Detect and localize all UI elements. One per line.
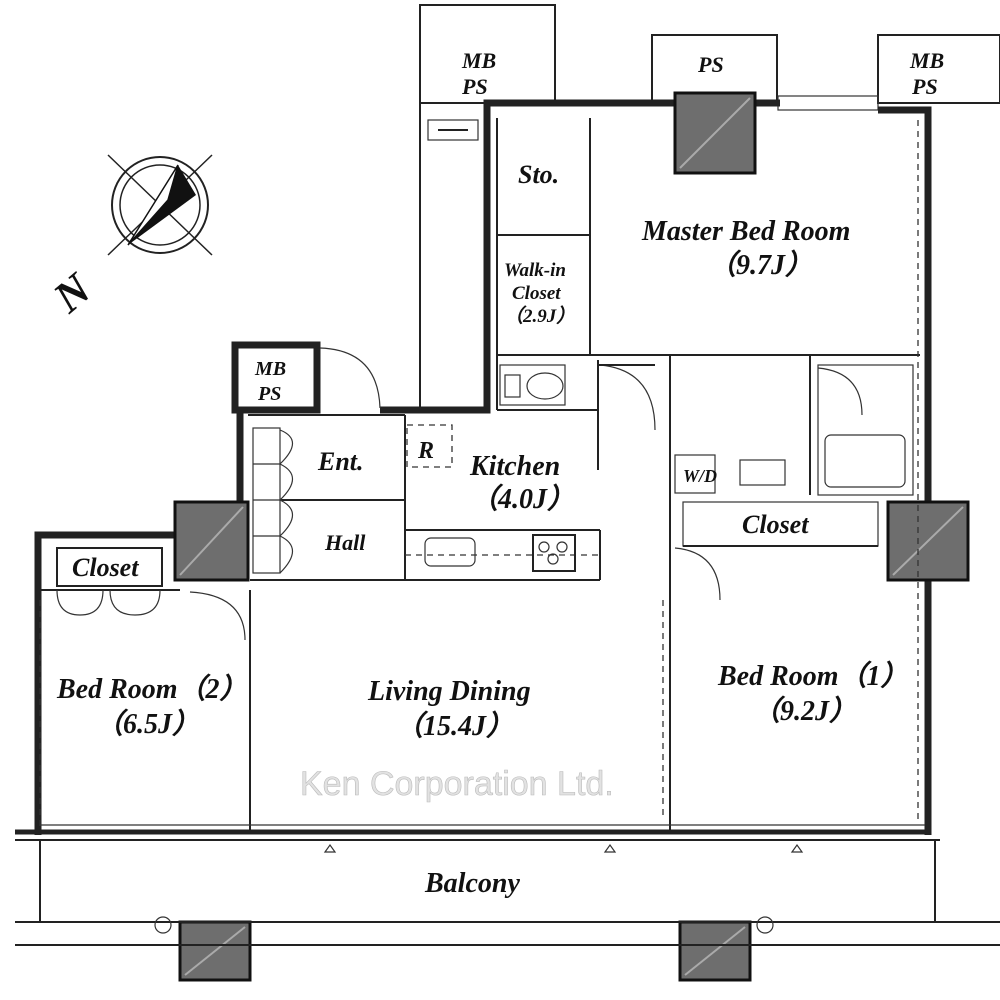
watermark: Ken Corporation Ltd. — [300, 765, 614, 803]
closet-bed1-label: Closet — [742, 510, 809, 539]
kitchen-size: （4.0J） — [470, 483, 575, 515]
washer-dryer-label: W/D — [683, 466, 717, 486]
ps-top-label: PS — [697, 52, 724, 77]
mbps-right-line2: PS — [911, 74, 938, 99]
structural-pillars — [173, 91, 970, 982]
bed-room-1-name: Bed Room（1） — [717, 660, 909, 692]
room-labels: MB PS PS MB PS MB PS Sto. Master Bed Roo… — [56, 48, 944, 899]
bed-room-1-size: （9.2J） — [752, 695, 857, 727]
north-label: N — [43, 263, 101, 323]
mbps-entry-line1: MB — [254, 358, 286, 380]
entrance-label: Ent. — [317, 447, 364, 476]
master-bed-size: （9.7J） — [708, 249, 813, 281]
mbps-entry-line2: PS — [257, 383, 281, 405]
living-dining-name: Living Dining — [367, 676, 531, 707]
balcony-label: Balcony — [424, 868, 520, 899]
master-bed-name: Master Bed Room — [641, 216, 850, 247]
storage-label: Sto. — [518, 160, 559, 189]
refrigerator-label: R — [417, 438, 434, 464]
walkin-line1: Walk-in — [504, 260, 566, 281]
closet-bed2-label: Closet — [72, 553, 139, 582]
exterior-walls — [15, 99, 932, 835]
kitchen-name: Kitchen — [469, 451, 560, 482]
walkin-size: （2.9J） — [504, 305, 575, 327]
walkin-line2: Closet — [512, 283, 561, 304]
compass-icon — [107, 154, 213, 256]
hall-label: Hall — [324, 530, 366, 555]
mbps-right-line1: MB — [909, 48, 944, 73]
mbps-top-line1: MB — [461, 48, 496, 73]
balcony-outline — [15, 839, 1000, 946]
mbps-top-line2: PS — [461, 74, 488, 99]
bed-room-2-name: Bed Room（2） — [56, 673, 248, 705]
living-dining-size: （15.4J） — [395, 710, 514, 742]
bed-room-2-size: （6.5J） — [95, 708, 200, 740]
interior-walls — [39, 118, 925, 830]
